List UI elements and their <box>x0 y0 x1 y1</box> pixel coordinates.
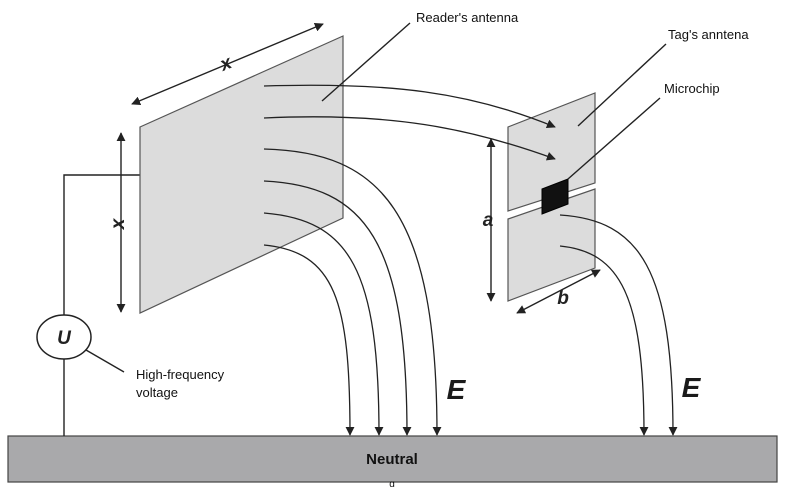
high-frequency-leader <box>85 349 125 373</box>
voltage-source-label: U <box>57 328 72 349</box>
microchip-label: Microchip <box>664 81 720 96</box>
reader-antenna-label: Reader's antenna <box>416 10 519 25</box>
dimension-x-top-arrow <box>131 22 324 106</box>
field-line-to-ground-1 <box>263 148 442 436</box>
dimension-b-arrow <box>516 269 601 314</box>
dimension-b-label: b <box>557 288 569 309</box>
field-label-left: E <box>447 374 467 405</box>
field-line-to-ground-4 <box>263 244 355 436</box>
dimension-a-label: a <box>483 210 494 231</box>
microchip-leader <box>567 97 661 180</box>
neutral-label: Neutral <box>366 451 418 468</box>
dimension-x-top-label: x <box>216 52 236 76</box>
field-line-to-ground-2 <box>263 180 412 436</box>
dimension-x-side-label: x <box>108 217 129 230</box>
tag-antenna-leader <box>577 43 667 127</box>
high-frequency-label-line1: High-frequency <box>136 367 225 382</box>
tag-field-line-1 <box>559 214 678 436</box>
field-line-to-tag-1 <box>263 84 556 129</box>
ground-mark: g <box>389 479 395 487</box>
field-label-right: E <box>682 372 702 403</box>
voltage-source-circle <box>36 314 92 360</box>
reader-antenna-plate <box>139 35 344 314</box>
field-line-to-ground-3 <box>263 212 384 436</box>
microchip <box>541 178 569 215</box>
tag-field-line-2 <box>559 245 649 436</box>
high-frequency-label-line2: voltage <box>136 385 178 400</box>
reader-antenna-leader <box>321 22 411 102</box>
neutral-ground-plane <box>7 435 778 483</box>
voltage-source: U <box>36 314 92 360</box>
tag-antenna-label: Tag's anntena <box>668 27 749 42</box>
field-line-to-tag-2 <box>263 116 556 161</box>
